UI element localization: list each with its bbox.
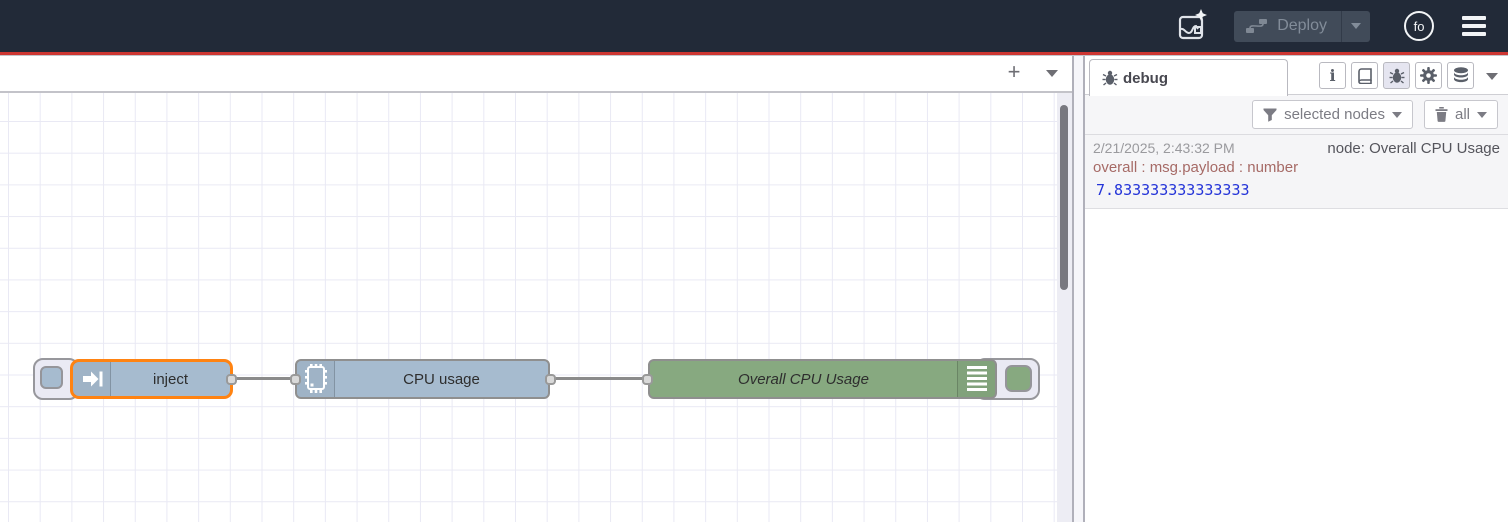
- add-flow-button[interactable]: +: [1007, 59, 1021, 84]
- deploy-options-button[interactable]: [1342, 23, 1370, 29]
- tab-debug[interactable]: debug: [1089, 59, 1288, 96]
- funnel-icon: [1263, 108, 1277, 122]
- info-icon: i: [1329, 65, 1336, 85]
- sidebar-options-chevron-icon[interactable]: [1486, 73, 1498, 80]
- chevron-down-icon: [1477, 111, 1487, 118]
- chevron-down-icon: [1351, 23, 1361, 29]
- debug-message-timestamp: 2/21/2025, 2:43:32 PM: [1093, 140, 1235, 156]
- header-accent-line: [0, 52, 1508, 55]
- header-shadow-line: [0, 55, 1508, 56]
- deploy-divider: [1341, 10, 1342, 42]
- bug-icon: [1102, 70, 1118, 86]
- input-port[interactable]: [642, 374, 653, 385]
- hamburger-menu-icon[interactable]: [1462, 16, 1486, 36]
- context-data-button[interactable]: [1447, 62, 1474, 89]
- flow-workspace: + inject: [0, 56, 1074, 522]
- flow-tabbar: +: [0, 56, 1072, 93]
- gear-icon: [1420, 67, 1437, 84]
- debug-message-list: 2/21/2025, 2:43:32 PM node: Overall CPU …: [1085, 135, 1508, 522]
- trash-icon: [1435, 107, 1448, 122]
- canvas-vertical-scrollbar-thumb[interactable]: [1060, 105, 1068, 290]
- deploy-button-label: Deploy: [1277, 17, 1327, 34]
- deploy-button[interactable]: Deploy: [1234, 10, 1370, 42]
- database-icon: [1453, 67, 1468, 83]
- sidebar-tabbar: debug i: [1085, 56, 1508, 96]
- bug-icon: [1389, 68, 1404, 84]
- inject-trigger-button-face[interactable]: [40, 366, 63, 389]
- debug-message[interactable]: 2/21/2025, 2:43:32 PM node: Overall CPU …: [1085, 135, 1508, 209]
- output-port[interactable]: [226, 374, 237, 385]
- debug-messages-button[interactable]: [1383, 62, 1410, 89]
- debug-filter-button[interactable]: selected nodes: [1252, 100, 1413, 129]
- deploy-flow-icon: [1246, 19, 1268, 33]
- debug-output-icon: [957, 361, 995, 397]
- sidebar-resize-handle[interactable]: [1074, 56, 1085, 522]
- app-header: Deploy fo: [0, 0, 1508, 52]
- canvas-vertical-scrollbar-track[interactable]: [1057, 93, 1072, 522]
- input-port[interactable]: [290, 374, 301, 385]
- debug-message-meta: overall : msg.payload : number: [1093, 159, 1299, 176]
- config-nodes-button[interactable]: [1415, 62, 1442, 89]
- node-label: Overall CPU Usage: [738, 370, 869, 388]
- node-overall-cpu-usage[interactable]: Overall CPU Usage: [648, 359, 997, 399]
- flow-canvas[interactable]: inject: [0, 93, 1072, 522]
- output-port[interactable]: [545, 374, 556, 385]
- sidebar: debug i: [1085, 56, 1508, 522]
- debug-message-source-node: node: Overall CPU Usage: [1327, 140, 1500, 157]
- cpu-chip-icon: [297, 361, 335, 397]
- debug-toolbar: selected nodes all: [1085, 95, 1508, 135]
- wire[interactable]: [229, 377, 297, 380]
- debug-clear-label: all: [1454, 106, 1470, 123]
- debug-toggle-button-face[interactable]: [1005, 365, 1032, 392]
- debug-message-value: 7.833333333333333: [1096, 181, 1250, 199]
- inject-icon: [73, 362, 111, 396]
- main-area: + inject: [0, 56, 1508, 522]
- node-label: inject: [152, 370, 189, 388]
- node-label: CPU usage: [403, 370, 480, 388]
- ai-assistant-icon[interactable]: [1176, 9, 1210, 43]
- node-inject[interactable]: inject: [70, 359, 233, 399]
- info-button[interactable]: i: [1319, 62, 1346, 89]
- user-avatar[interactable]: fo: [1404, 11, 1434, 41]
- chevron-down-icon: [1391, 111, 1402, 118]
- deploy-button-main[interactable]: Deploy: [1234, 17, 1341, 35]
- book-icon: [1357, 67, 1372, 84]
- flow-list-chevron-icon[interactable]: [1046, 70, 1058, 77]
- debug-filter-label: selected nodes: [1284, 106, 1385, 123]
- node-cpu-usage[interactable]: CPU usage: [295, 359, 550, 399]
- debug-clear-button[interactable]: all: [1423, 100, 1498, 129]
- avatar-initials: fo: [1413, 18, 1425, 34]
- sidebar-tool-buttons: i: [1319, 62, 1474, 89]
- help-button[interactable]: [1351, 62, 1378, 89]
- wire[interactable]: [552, 377, 650, 380]
- tab-debug-label: debug: [1123, 69, 1168, 87]
